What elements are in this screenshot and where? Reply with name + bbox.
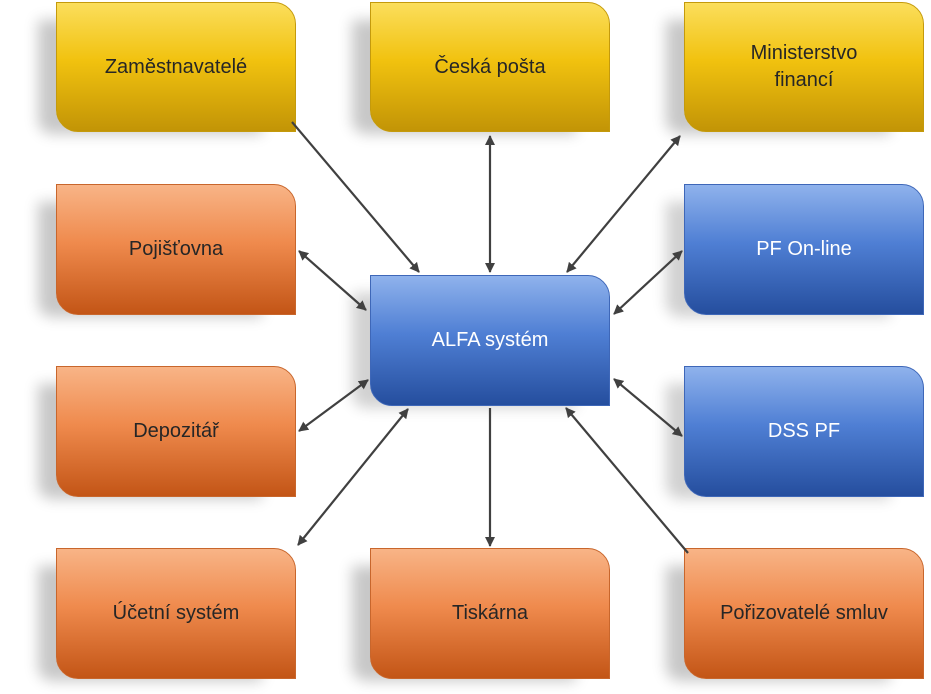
- arrow-pf-online-alfa: [613, 250, 683, 315]
- node-label: Pořizovatelé smluv: [720, 602, 888, 624]
- node-tiskarna: Tiskárna: [370, 548, 610, 679]
- node-label-line-2: financí: [774, 69, 834, 91]
- node-depozitar: Depozitář: [56, 366, 296, 497]
- node-label: Pojišťovna: [128, 238, 224, 260]
- node-ministerstvo-financi: Ministerstvo financí: [684, 2, 924, 132]
- node-label-line-1: Ministerstvo: [750, 42, 858, 64]
- arrow-pojistovna-alfa: [298, 250, 367, 311]
- arrow-ministerstvo-alfa: [566, 135, 681, 273]
- node-label: Zaměstnavatelé: [104, 55, 248, 78]
- node-label: ALFA systém: [431, 329, 549, 351]
- arrow-dss-pf-alfa: [613, 378, 683, 437]
- node-ceska-posta: Česká pošta: [370, 2, 610, 132]
- node-zamestnavatele: Zaměstnavatelé: [56, 2, 296, 132]
- node-label: Depozitář: [133, 420, 219, 442]
- node-dss-pf: DSS PF: [684, 366, 924, 497]
- node-label-group: Ministerstvo financí: [741, 40, 868, 94]
- node-label: DSS PF: [767, 420, 841, 442]
- node-pf-online: PF On-line: [684, 184, 924, 315]
- node-label: Česká pošta: [434, 55, 546, 78]
- node-porizovatele-smluv: Pořizovatelé smluv: [684, 548, 924, 679]
- node-alfa-system: ALFA systém: [370, 275, 610, 406]
- node-label: Tiskárna: [452, 602, 528, 624]
- node-ucetni-system: Účetní systém: [56, 548, 296, 679]
- node-pojistovna: Pojišťovna: [56, 184, 296, 315]
- arrow-zamestnavatele-to-alfa: [291, 121, 420, 273]
- node-label: Účetní systém: [112, 602, 240, 624]
- arrow-ucetni-alfa: [297, 408, 409, 546]
- arrow-porizovatele-to-alfa: [565, 407, 689, 554]
- node-label: PF On-line: [756, 238, 852, 260]
- arrow-depozitar-alfa: [298, 379, 369, 432]
